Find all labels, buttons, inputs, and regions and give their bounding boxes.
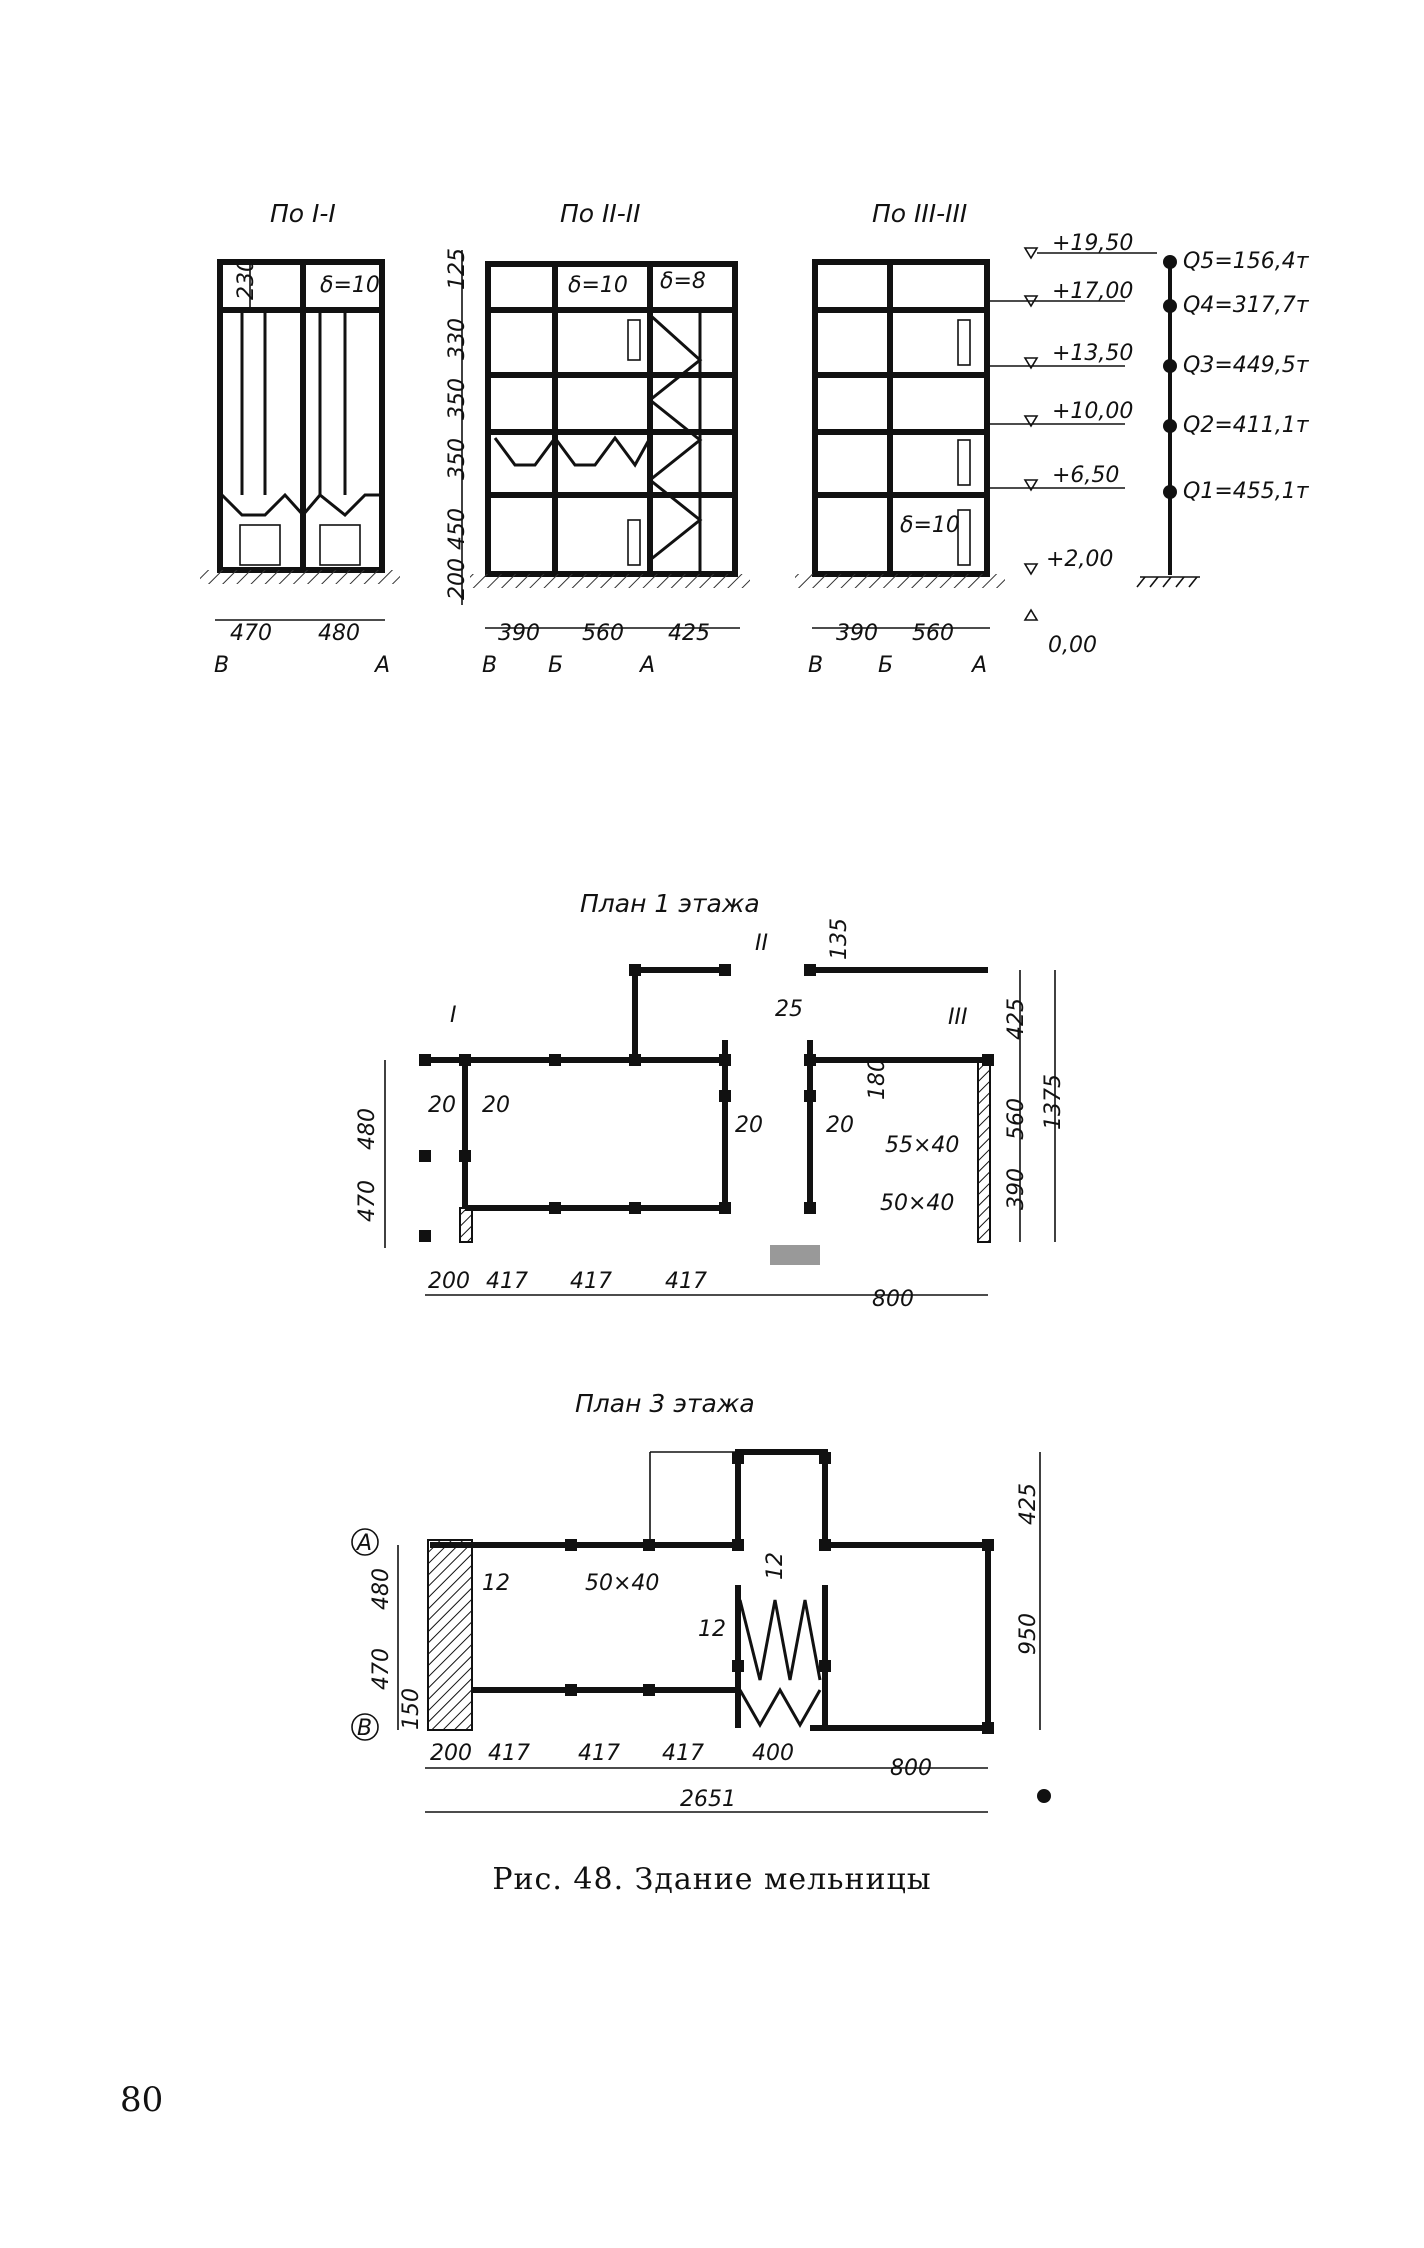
p1-d470: 470 xyxy=(355,1180,380,1222)
p3-d470: 470 xyxy=(369,1648,394,1690)
dim-425: 425 xyxy=(668,621,710,646)
plan-1: План 1 этажа 425 560 390 xyxy=(355,889,1066,1312)
p1-d180: 180 xyxy=(865,1058,890,1100)
axis-v: В xyxy=(214,653,229,678)
p1-d560: 560 xyxy=(1004,1098,1029,1140)
page-number: 80 xyxy=(120,2080,164,2120)
axis-a: А xyxy=(373,653,390,678)
section-2-title: По II-II xyxy=(560,199,641,228)
p1-b800: 800 xyxy=(872,1287,914,1312)
section-3-title: По III-III xyxy=(872,199,967,228)
p1-d135: 135 xyxy=(827,918,852,960)
dim-390-s3: 390 xyxy=(836,621,878,646)
p1-d25: 25 xyxy=(775,997,803,1022)
axis-v-s2: В xyxy=(482,653,497,678)
level-650: +6,50 xyxy=(1052,463,1119,488)
section-1-title: По I-I xyxy=(270,199,336,228)
p1-b417a: 417 xyxy=(486,1269,528,1294)
p1-b417c: 417 xyxy=(665,1269,707,1294)
level-000: 0,00 xyxy=(1048,633,1097,658)
axis-a-s3: А xyxy=(970,653,987,678)
p1-d20b: 20 xyxy=(482,1093,510,1118)
p3-b417b: 417 xyxy=(578,1741,620,1766)
p1-d425: 425 xyxy=(1004,998,1029,1040)
plan-3-title: План 3 этажа xyxy=(575,1389,755,1418)
level-1000: +10,00 xyxy=(1052,399,1133,424)
h-450: 450 xyxy=(445,508,470,550)
section-3: По III-III δ=10 390 560 В Б А +19,50 +17… xyxy=(795,199,1157,678)
p1-b200: 200 xyxy=(428,1269,470,1294)
axis-b-s3: Б xyxy=(878,653,893,678)
p1-sec-III-top: III xyxy=(948,1005,967,1030)
p1-d390: 390 xyxy=(1004,1168,1029,1210)
dim-560-s3: 560 xyxy=(912,621,954,646)
dim-480: 480 xyxy=(318,621,360,646)
section-2: По II-II δ=8 δ=10 125 330 350 350 450 20… xyxy=(445,199,750,678)
load-model: Q5=156,4т Q4=317,7т Q3=449,5т Q2=411,1т … xyxy=(1136,249,1310,588)
p3-b200: 200 xyxy=(430,1741,472,1766)
p1-col50: 50×40 xyxy=(880,1191,954,1216)
p1-d20d: 20 xyxy=(826,1113,854,1138)
delta-10: δ=10 xyxy=(320,273,380,298)
load-q3: Q3=449,5т xyxy=(1183,353,1310,378)
plan-3: План 3 этажа А В 480 470 150 12 12 12 50… xyxy=(351,1389,1051,1813)
level-200: +2,00 xyxy=(1046,547,1113,572)
load-q5: Q5=156,4т xyxy=(1183,249,1310,274)
dim-125: 125 xyxy=(445,248,470,290)
load-q1: Q1=455,1т xyxy=(1183,479,1310,504)
h-200: 200 xyxy=(445,558,470,600)
delta-10-s2: δ=10 xyxy=(568,273,628,298)
p3-axis-b: В xyxy=(357,1716,372,1741)
p3-d425: 425 xyxy=(1016,1483,1041,1525)
p1-b417b: 417 xyxy=(570,1269,612,1294)
delta-10-s3: δ=10 xyxy=(900,513,960,538)
p1-col55: 55×40 xyxy=(885,1133,959,1158)
p3-b417c: 417 xyxy=(662,1741,704,1766)
plan-1-title: План 1 этажа xyxy=(580,889,760,918)
delta-8: δ=8 xyxy=(660,269,706,294)
axis-b-s2: Б xyxy=(548,653,563,678)
dim-470: 470 xyxy=(230,621,272,646)
h-350a: 350 xyxy=(445,378,470,420)
p3-total: 2651 xyxy=(680,1787,736,1812)
h-330: 330 xyxy=(445,318,470,360)
p3-d12c: 12 xyxy=(763,1552,788,1580)
p1-d20a: 20 xyxy=(428,1093,456,1118)
h-350b: 350 xyxy=(445,438,470,480)
axis-a-s2: А xyxy=(638,653,655,678)
dim-390: 390 xyxy=(498,621,540,646)
p3-d12a: 12 xyxy=(482,1571,510,1596)
axis-v-s3: В xyxy=(808,653,823,678)
level-1350: +13,50 xyxy=(1052,341,1133,366)
p3-b417a: 417 xyxy=(488,1741,530,1766)
p3-b400: 400 xyxy=(752,1741,794,1766)
p3-b800: 800 xyxy=(890,1756,932,1781)
level-marks: +19,50 +17,00 +13,50 +10,00 +6,50 +2,00 … xyxy=(990,231,1157,658)
load-q2: Q2=411,1т xyxy=(1183,413,1310,438)
p3-axis-a: А xyxy=(355,1531,372,1556)
dim-560: 560 xyxy=(582,621,624,646)
p3-col: 50×40 xyxy=(585,1571,659,1596)
load-q4: Q4=317,7т xyxy=(1183,293,1310,318)
p1-sec-II-top: II xyxy=(755,931,768,956)
level-1700: +17,00 xyxy=(1052,279,1133,304)
p3-d480: 480 xyxy=(369,1568,394,1610)
p3-d12b: 12 xyxy=(698,1617,726,1642)
p1-sec-I-top: I xyxy=(450,1003,457,1028)
dim-230: 230 xyxy=(234,258,259,300)
section-1: По I-I 230 δ=10 470 480 В А xyxy=(200,199,400,678)
p3-d150: 150 xyxy=(399,1688,424,1730)
figure-caption: Рис. 48. Здание мельницы xyxy=(492,1862,932,1897)
p1-d1375: 1375 xyxy=(1041,1074,1066,1130)
p3-d950: 950 xyxy=(1016,1613,1041,1655)
p1-d480: 480 xyxy=(355,1108,380,1150)
p1-d20c: 20 xyxy=(735,1113,763,1138)
level-1950: +19,50 xyxy=(1052,231,1133,256)
